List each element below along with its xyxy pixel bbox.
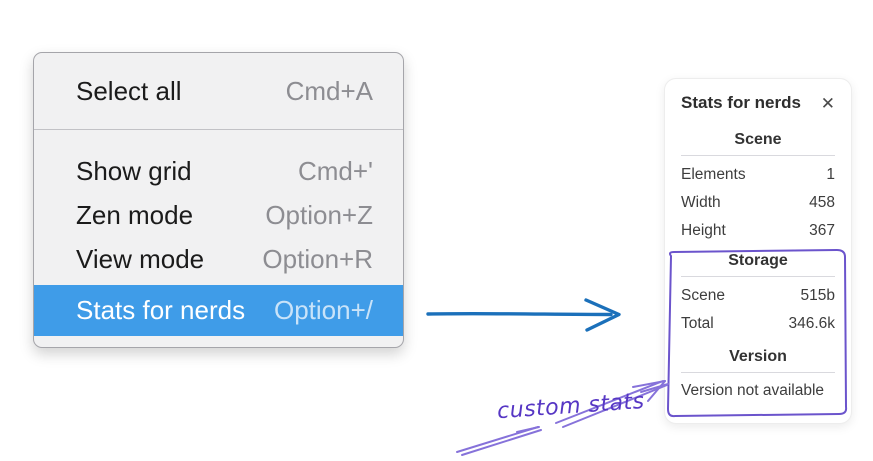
stats-for-nerds-panel: Stats for nerds ✕ Scene Elements 1 Width… <box>664 78 852 424</box>
menu-item-shortcut: Option+/ <box>273 295 373 325</box>
section-divider <box>681 372 835 373</box>
menu-item-shortcut: Cmd+A <box>285 75 373 106</box>
menu-item-shortcut: Option+R <box>262 243 373 274</box>
stat-row-scene-storage: Scene 515b <box>681 282 835 310</box>
stat-label: Total <box>681 315 714 332</box>
menu-item-view-mode[interactable]: View mode Option+R <box>34 237 403 281</box>
context-menu: Select all Cmd+A Show grid Cmd+' Zen mod… <box>33 52 404 348</box>
section-header-scene: Scene <box>734 131 782 148</box>
section-header-storage: Storage <box>728 252 788 269</box>
stat-value: 515b <box>800 287 835 304</box>
menu-item-stats-for-nerds[interactable]: Stats for nerds Option+/ <box>34 285 403 336</box>
section-divider <box>681 276 835 277</box>
stat-label: Width <box>681 194 721 211</box>
menu-divider <box>34 129 403 130</box>
version-not-available-note: Version not available <box>681 382 825 399</box>
stat-label: Height <box>681 222 726 239</box>
stat-row-width: Width 458 <box>681 189 835 217</box>
stats-panel-title: Stats for nerds <box>681 93 801 112</box>
menu-item-label: View mode <box>76 243 205 274</box>
menu-item-shortcut: Cmd+' <box>297 155 373 186</box>
blue-arrow <box>426 298 621 332</box>
stat-label: Scene <box>681 287 725 304</box>
stat-value: 458 <box>809 194 835 211</box>
stat-value: 1 <box>826 166 835 183</box>
custom-stats-annotation: custom stats <box>496 388 646 425</box>
stats-panel-header: Stats for nerds ✕ <box>681 91 835 115</box>
menu-item-label: Zen mode <box>76 199 194 230</box>
stat-row-total-storage: Total 346.6k <box>681 310 835 338</box>
menu-item-label: Stats for nerds <box>76 295 246 325</box>
menu-item-label: Show grid <box>76 155 192 186</box>
menu-item-show-grid[interactable]: Show grid Cmd+' <box>34 149 403 193</box>
purple-arrow-tail <box>456 426 542 456</box>
menu-item-select-all[interactable]: Select all Cmd+A <box>34 53 403 129</box>
section-divider <box>681 155 835 156</box>
section-header-version: Version <box>729 348 787 365</box>
menu-item-label: Select all <box>76 75 182 106</box>
close-icon[interactable]: ✕ <box>820 93 835 113</box>
menu-item-shortcut: Option+Z <box>265 199 373 230</box>
stat-value: 367 <box>809 222 835 239</box>
menu-item-zen-mode[interactable]: Zen mode Option+Z <box>34 193 403 237</box>
stat-value: 346.6k <box>788 315 835 332</box>
stat-row-height: Height 367 <box>681 217 835 245</box>
stat-label: Elements <box>681 166 746 183</box>
stat-row-elements: Elements 1 <box>681 161 835 189</box>
